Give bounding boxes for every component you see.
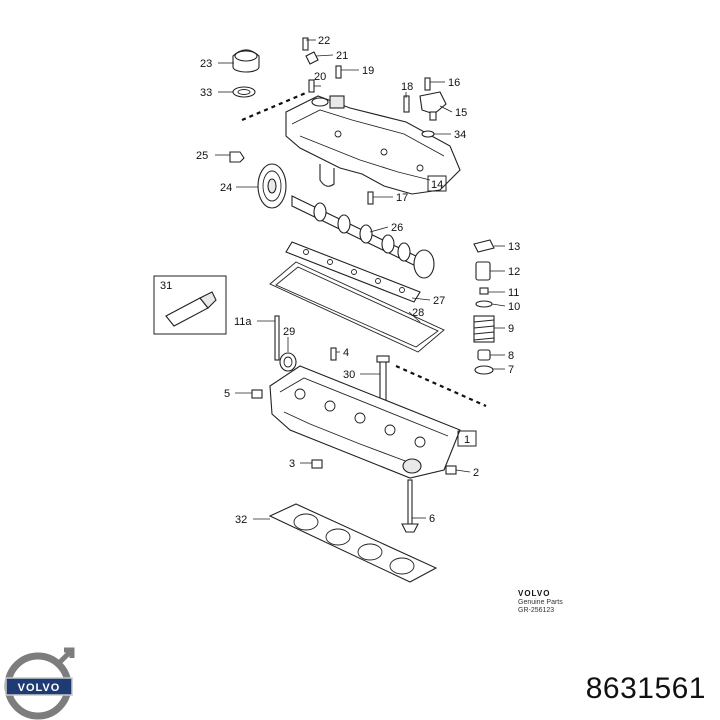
label-22: 22 <box>318 35 330 47</box>
label-27: 27 <box>433 295 445 307</box>
label-4: 4 <box>343 347 349 359</box>
label-29: 29 <box>283 326 295 338</box>
seal-29 <box>279 352 297 372</box>
camshaft-gear <box>257 163 287 209</box>
label-24: 24 <box>220 182 232 194</box>
stem-seal-8 <box>477 349 491 361</box>
label-28: 28 <box>412 307 424 319</box>
rocker-13 <box>473 239 495 253</box>
volvo-logo: VOLVO <box>4 647 75 720</box>
label-26: 26 <box>391 222 403 234</box>
label-31: 31 <box>160 280 172 292</box>
valve-spring-9 <box>473 315 495 343</box>
label-9: 9 <box>508 323 514 335</box>
clip-21 <box>305 51 319 65</box>
volvo-reference-block: VOLVO Genuine Parts GR-256123 <box>518 589 563 616</box>
label-18: 18 <box>401 81 413 93</box>
label-20: 20 <box>314 71 326 83</box>
sealant-tube <box>153 275 227 335</box>
callout-labels: 22 21 23 20 19 18 16 33 15 34 25 14 24 1… <box>160 35 520 526</box>
bolt-18 <box>403 95 410 113</box>
oring-34 <box>421 130 435 138</box>
label-21: 21 <box>336 50 348 62</box>
camshaft-sensor <box>419 91 447 121</box>
dashed-line-cover <box>241 90 309 122</box>
bolt-11a <box>274 315 280 361</box>
label-14: 14 <box>431 179 443 191</box>
label-30: 30 <box>343 369 355 381</box>
part-number: 8631561 <box>585 672 706 705</box>
valve-cover <box>285 95 461 195</box>
label-box-1 <box>457 430 477 447</box>
bolt-17 <box>367 191 374 205</box>
label-17: 17 <box>396 192 408 204</box>
label-34: 34 <box>454 129 466 141</box>
label-11a: 11a <box>234 316 252 328</box>
label-7: 7 <box>508 364 514 376</box>
plug-5 <box>251 389 263 399</box>
bolt-4 <box>330 347 337 361</box>
valve-6 <box>401 479 419 533</box>
spring-seat-7 <box>474 365 494 375</box>
volvo-ref-line2: GR-256123 <box>518 607 555 614</box>
label-32: 32 <box>235 514 247 526</box>
volvo-ref-line1: Genuine Parts <box>518 598 563 606</box>
label-5: 5 <box>224 388 230 400</box>
label-16: 16 <box>448 77 460 89</box>
tappet-12 <box>475 261 491 281</box>
spark-plug-gasket <box>285 241 421 303</box>
bolt-22 <box>302 37 309 51</box>
dashed-line-head <box>395 364 487 408</box>
label-10: 10 <box>508 301 520 313</box>
label-23: 23 <box>200 58 212 70</box>
bolt-19 <box>335 65 342 79</box>
bolt-25 <box>229 151 245 163</box>
label-19: 19 <box>362 65 374 77</box>
volvo-logo-text: VOLVO <box>18 682 61 694</box>
camshaft <box>291 195 435 279</box>
oil-filler-cap <box>232 49 260 73</box>
plug-2 <box>445 465 457 475</box>
label-6: 6 <box>429 513 435 525</box>
leader-lines <box>215 39 506 520</box>
valve-cover-gasket <box>269 261 445 353</box>
head-gasket <box>268 503 438 583</box>
label-1: 1 <box>464 434 470 446</box>
label-33: 33 <box>200 87 212 99</box>
label-25: 25 <box>196 150 208 162</box>
label-12: 12 <box>508 266 520 278</box>
label-box-14 <box>427 175 447 192</box>
retainer-10 <box>475 300 493 308</box>
label-13: 13 <box>508 241 520 253</box>
label-2: 2 <box>473 467 479 479</box>
plug-3 <box>311 459 323 469</box>
label-15: 15 <box>455 107 467 119</box>
label-8: 8 <box>508 350 514 362</box>
label-11: 11 <box>508 287 519 299</box>
volvo-ref-brand: VOLVO <box>518 589 551 598</box>
oil-cap-seal <box>232 86 256 98</box>
keeper-11 <box>479 287 489 295</box>
label-3: 3 <box>289 458 295 470</box>
cylinder-head <box>269 365 461 479</box>
bolt-16 <box>424 77 431 91</box>
